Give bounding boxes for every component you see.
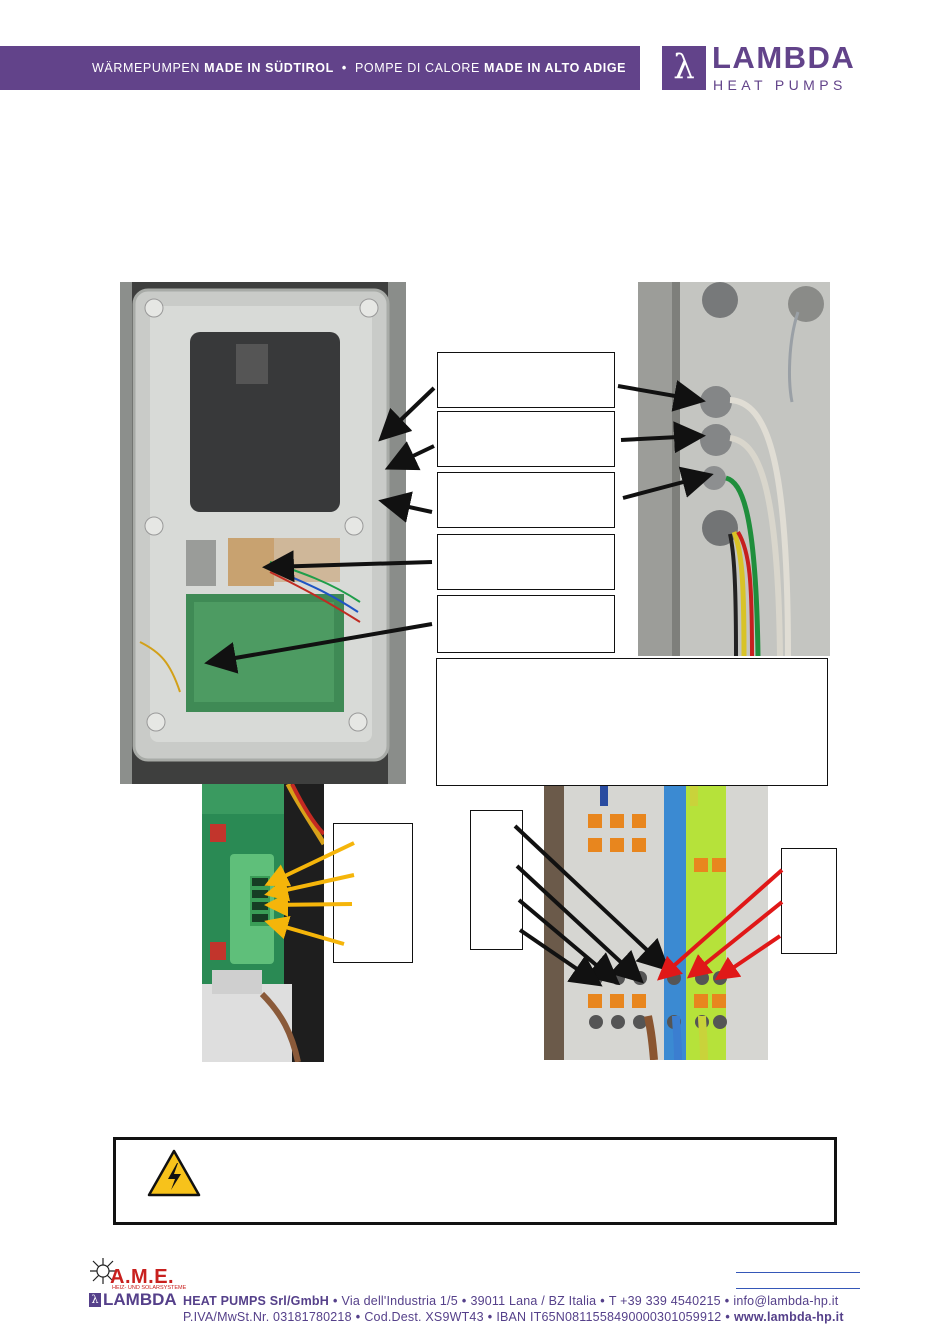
footer-email-link[interactable]: info@lambda-hp.it <box>733 1294 839 1308</box>
ame-tagline: HEIZ- UND SOLARSYSTEME <box>112 1285 187 1291</box>
label-box-1 <box>437 352 615 408</box>
cable-gland-arrows <box>617 380 714 500</box>
footer-sep: • <box>724 1294 730 1308</box>
footer-sep: • <box>461 1294 467 1308</box>
cable-gland-illustration <box>638 282 830 656</box>
footer-sep: • <box>725 1310 730 1324</box>
terminal-block-illustration <box>544 786 768 1060</box>
control-box-arrows <box>204 386 436 674</box>
footer-link-rule-1 <box>736 1272 860 1273</box>
label-box-5 <box>437 595 615 653</box>
label-box-2 <box>437 411 615 467</box>
board-connector-illustration <box>202 784 324 1062</box>
footer-lambda-icon: λ <box>89 1293 101 1307</box>
warning-box <box>113 1137 837 1225</box>
footer-company: HEAT PUMPS Srl/GmbH <box>183 1294 329 1308</box>
footer-line-2: P.IVA/MwSt.Nr. 03181780218•Cod.Dest. XS9… <box>183 1310 844 1324</box>
control-box-photo <box>120 282 406 784</box>
terminal-right-label-box <box>781 848 837 954</box>
footer-lambda-logo: LAMBDA <box>103 1290 177 1309</box>
header-banner: WÄRMEPUMPEN MADE IN SÜDTIROL • POMPE DI … <box>0 46 640 90</box>
board-connector-photo <box>202 784 324 1062</box>
banner-separator: • <box>341 61 347 75</box>
banner-text-it: POMPE DI CALORE <box>354 61 480 75</box>
ame-sun-icon <box>90 1258 116 1284</box>
footer-city: 39011 Lana / BZ Italia <box>470 1294 597 1308</box>
label-box-4 <box>437 534 615 590</box>
footer-sep: • <box>600 1294 605 1308</box>
ame-logo: A.M.E. <box>110 1266 175 1288</box>
banner-slogan: WÄRMEPUMPEN MADE IN SÜDTIROL • POMPE DI … <box>92 61 626 75</box>
logo-name: LAMBDA <box>712 40 856 75</box>
logo-tagline: HEAT PUMPS <box>713 77 847 93</box>
control-box-illustration <box>120 282 406 784</box>
footer-iban: IBAN IT65N0811558490000301059912 <box>496 1310 722 1324</box>
footer-sep: • <box>355 1310 361 1324</box>
board-connector-arrows <box>264 841 355 946</box>
footer-link-rule-2 <box>736 1288 860 1289</box>
cable-gland-note-box <box>436 658 828 786</box>
banner-text-de: WÄRMEPUMPEN <box>92 61 200 75</box>
terminal-left-label-box <box>470 810 523 950</box>
footer-line-1: HEAT PUMPS Srl/GmbH•Via dell'Industria 1… <box>183 1294 838 1308</box>
footer-phone: T +39 339 4540215 <box>608 1294 721 1308</box>
footer-vat: P.IVA/MwSt.Nr. 03181780218 <box>183 1310 352 1324</box>
lambda-logo-icon: λ <box>662 46 706 90</box>
banner-text-de-bold: MADE IN SÜDTIROL <box>204 61 334 75</box>
terminal-block-photo <box>544 786 768 1060</box>
footer-sep: • <box>487 1310 493 1324</box>
terminal-left-arrows <box>513 824 670 987</box>
footer-sep: • <box>332 1294 338 1308</box>
footer-code: Cod.Dest. XS9WT43 <box>364 1310 484 1324</box>
banner-text-it-bold: MADE IN ALTO ADIGE <box>484 61 627 75</box>
footer-website-link[interactable]: www.lambda-hp.it <box>734 1310 844 1324</box>
label-box-3 <box>437 472 615 528</box>
footer-address: Via dell'Industria 1/5 <box>341 1294 458 1308</box>
cable-gland-photo <box>638 282 830 656</box>
high-voltage-warning-icon <box>147 1149 201 1197</box>
terminal-right-arrows <box>657 868 784 981</box>
